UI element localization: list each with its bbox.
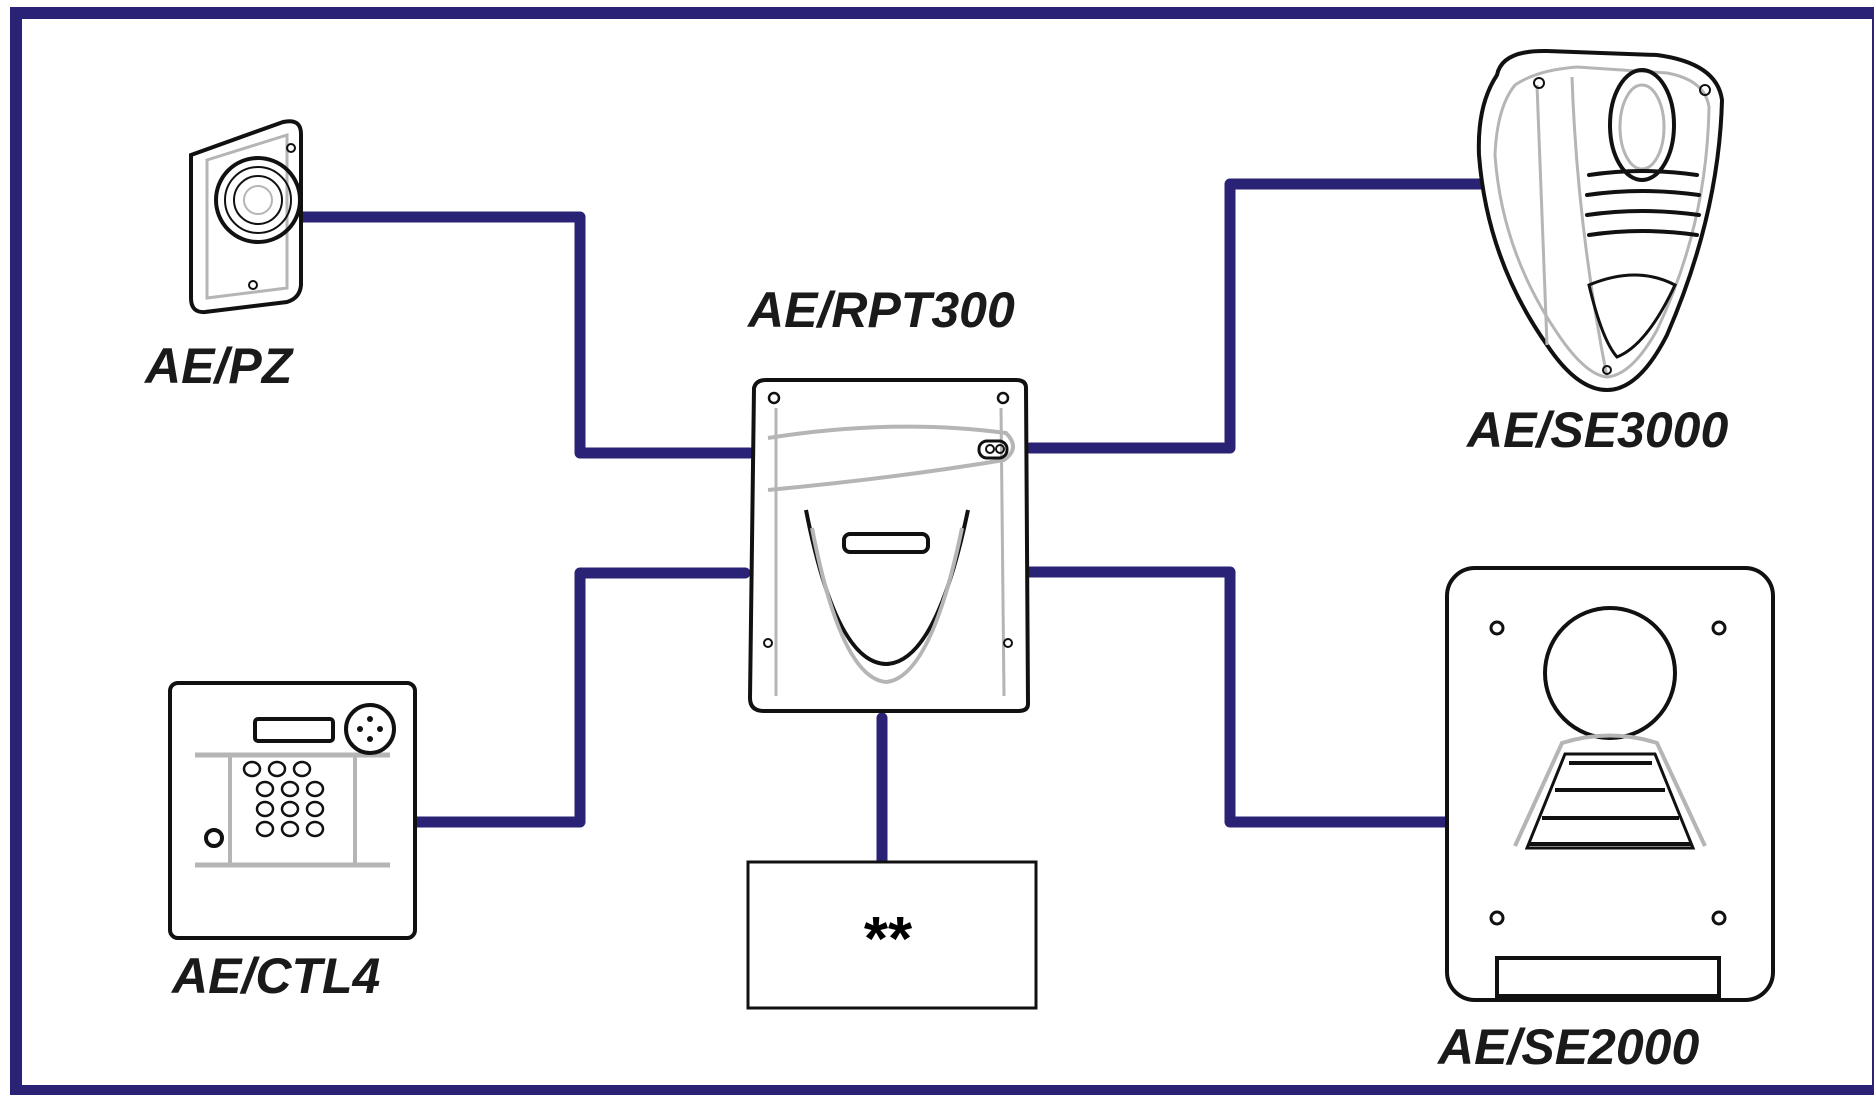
wire-repeater-to-se3000	[1024, 178, 1491, 454]
wall-siren-icon	[1445, 566, 1775, 1002]
outdoor-siren-icon	[1476, 48, 1725, 393]
keypad-control-icon	[168, 681, 417, 940]
wire-pz-to-repeater	[294, 211, 756, 459]
label-ae-rpt300: AE/RPT300	[746, 282, 1015, 338]
label-ae-pz: AE/PZ	[143, 338, 295, 394]
panel-speaker-icon	[189, 119, 303, 315]
aux-device-box	[746, 860, 1038, 1010]
label-ae-ctl4: AE/CTL4	[170, 948, 380, 1004]
label-ae-se2000: AE/SE2000	[1436, 1019, 1699, 1075]
label-ae-se3000: AE/SE3000	[1465, 402, 1728, 458]
diagram-frame	[10, 7, 1874, 1095]
aux-device-label: **	[864, 905, 913, 974]
wire-repeater-to-se2000	[1024, 566, 1453, 828]
repeater-unit-icon	[747, 378, 1031, 713]
wire-ctl4-to-repeater	[406, 567, 751, 828]
